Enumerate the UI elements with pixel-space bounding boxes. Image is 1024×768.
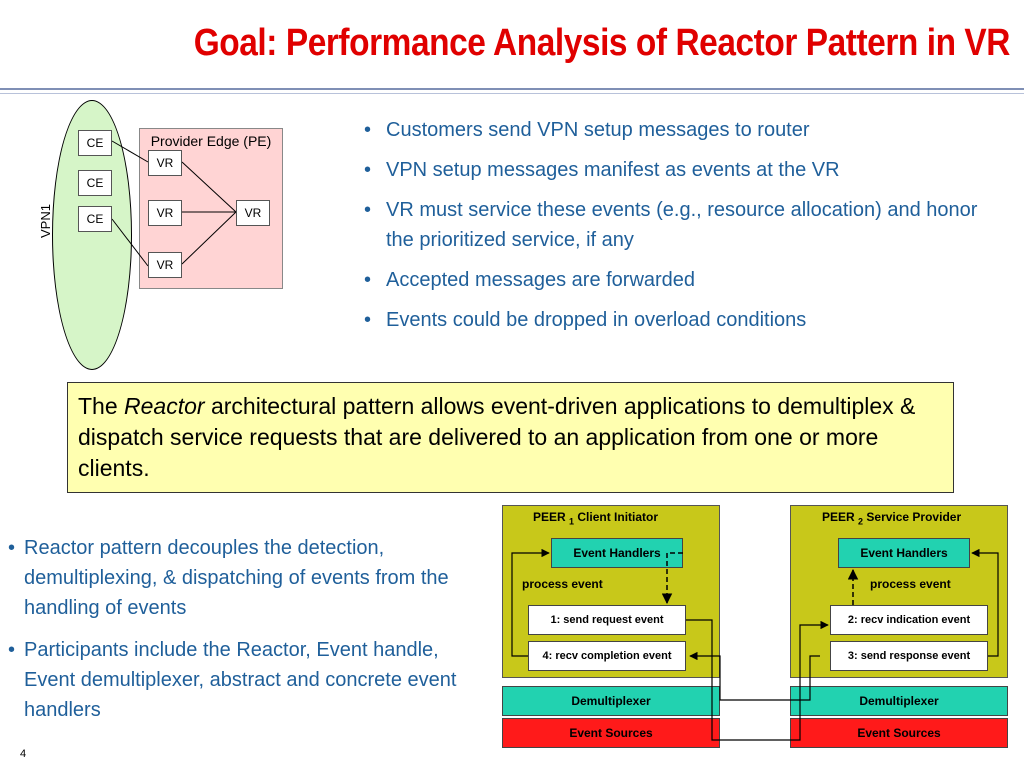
peer1-send-request-event: 1: send request event [528,605,686,635]
peer1-recv-completion-event: 4: recv completion event [528,641,686,671]
bullet-item: Customers send VPN setup messages to rou… [362,115,1002,145]
reactor-definition-box: The Reactor architectural pattern allows… [67,382,954,493]
bullet-item: Participants include the Reactor, Event … [8,635,478,725]
peer1-event-handlers: Event Handlers [551,538,683,568]
slide-title: Goal: Performance Analysis of Reactor Pa… [193,22,1011,64]
peer2-title: PEER 2 Service Provider [822,510,962,527]
vr-node: VR [148,252,182,278]
vr-node: VR [236,200,270,226]
vr-node: VR [148,200,182,226]
peer1-demultiplexer: Demultiplexer [502,686,720,716]
bullet-item: Events could be dropped in overload cond… [362,305,1002,335]
bullet-item: Reactor pattern decouples the detection,… [8,533,478,623]
vr-node: VR [148,150,182,176]
definition-text: architectural pattern allows event-drive… [78,393,916,481]
ce-node: CE [78,170,112,196]
top-bullet-list: Customers send VPN setup messages to rou… [362,115,1002,345]
peer2-recv-indication-event: 2: recv indication event [830,605,988,635]
bullet-item: VR must service these events (e.g., reso… [362,195,1002,255]
bullet-item: VPN setup messages manifest as events at… [362,155,1002,185]
title-divider [0,88,1024,90]
title-divider-thin [0,93,1024,94]
peer2-send-response-event: 3: send response event [830,641,988,671]
vpn-label: VPN1 [38,204,53,238]
peer1-event-sources: Event Sources [502,718,720,748]
peer2-event-sources: Event Sources [790,718,1008,748]
peer2-process-event-label: process event [870,577,951,591]
peer1-process-event-label: process event [522,577,603,591]
page-number: 4 [20,748,27,760]
definition-emphasis: Reactor [124,393,205,419]
bottom-bullet-list: Reactor pattern decouples the detection,… [8,533,478,737]
peer2-demultiplexer: Demultiplexer [790,686,1008,716]
definition-prefix: The [78,393,125,419]
ce-node: CE [78,130,112,156]
ce-node: CE [78,206,112,232]
provider-edge-label: Provider Edge (PE) [150,133,272,149]
peer2-event-handlers: Event Handlers [838,538,970,568]
peer1-title: PEER 1 Client Initiator [533,510,659,527]
bullet-item: Accepted messages are forwarded [362,265,1002,295]
